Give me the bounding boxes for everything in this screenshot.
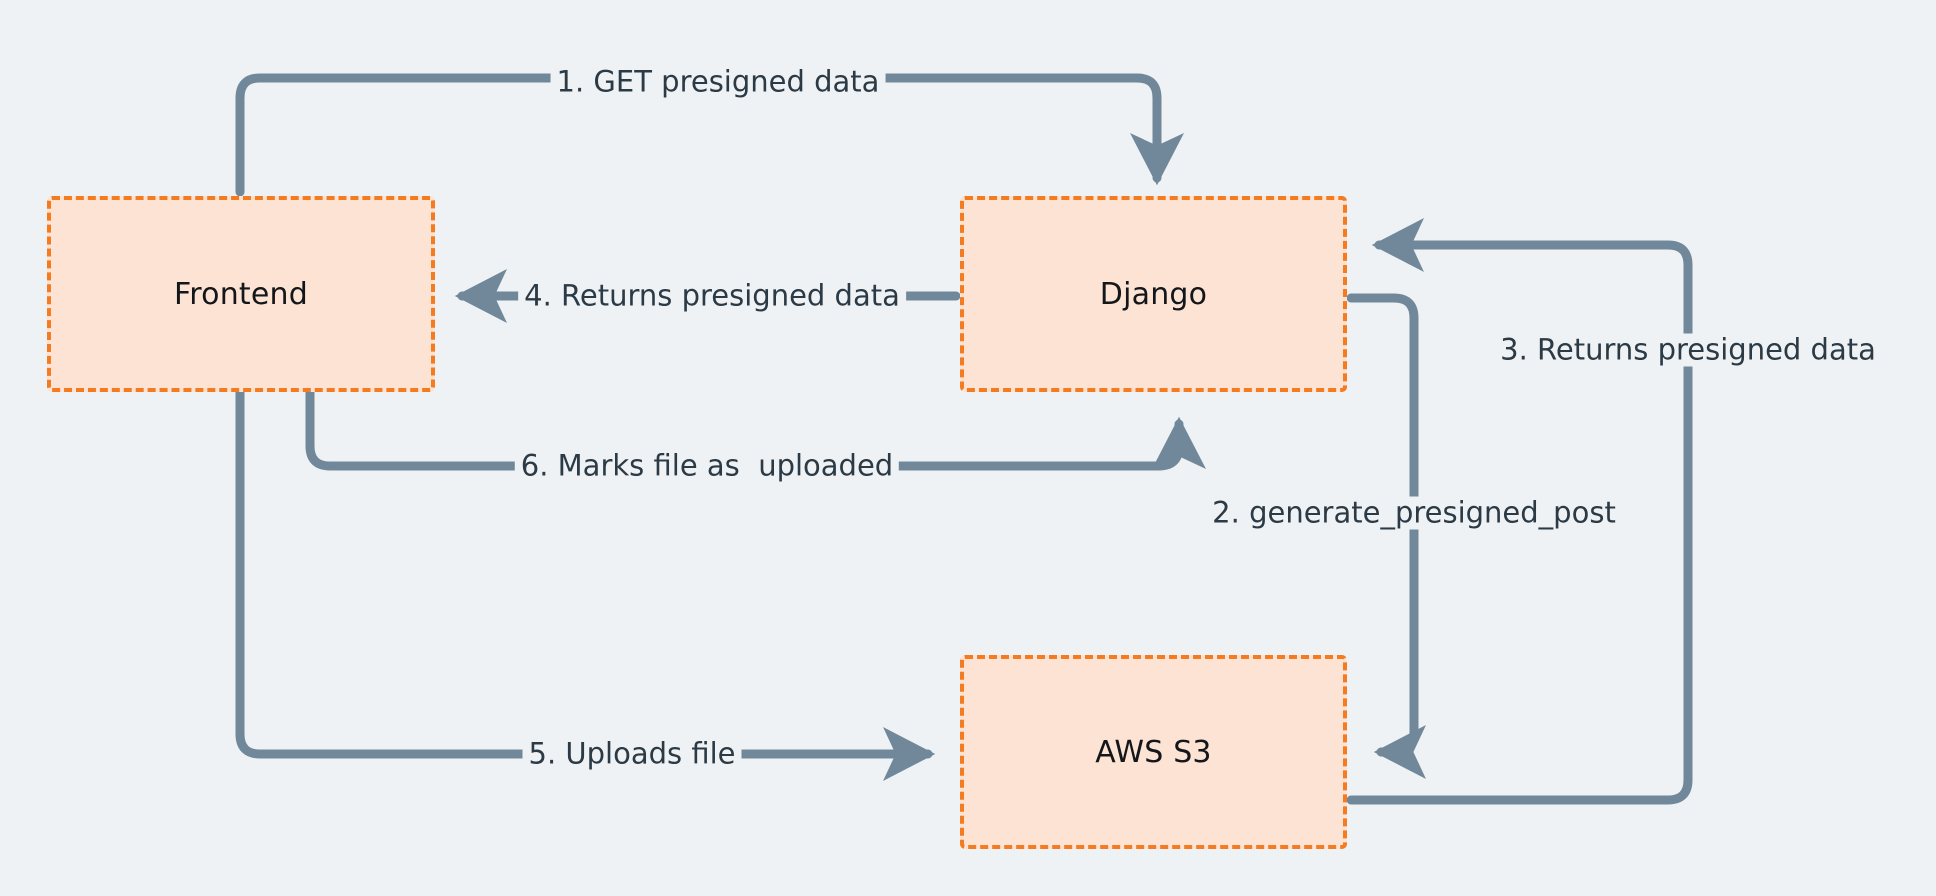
- edge-path-3: [1346, 218, 1693, 805]
- edge-path-5: [235, 387, 936, 781]
- edge-label-2: 2. generate_presigned_post: [1206, 496, 1622, 530]
- node-frontend[interactable]: Frontend: [47, 196, 435, 392]
- node-aws-s3-label: AWS S3: [1095, 734, 1212, 770]
- edge-label-4: 4. Returns presigned data: [518, 279, 906, 313]
- node-frontend-label: Frontend: [174, 276, 308, 312]
- node-django[interactable]: Django: [960, 196, 1347, 392]
- node-aws-s3[interactable]: AWS S3: [960, 655, 1347, 849]
- edge-label-1: 1. GET presigned data: [550, 65, 886, 99]
- edge-label-5: 5. Uploads file: [522, 737, 742, 771]
- node-django-label: Django: [1099, 276, 1208, 312]
- edge-label-3: 3. Returns presigned data: [1494, 333, 1882, 367]
- edge-label-6: 6. Marks file as uploaded: [514, 449, 900, 483]
